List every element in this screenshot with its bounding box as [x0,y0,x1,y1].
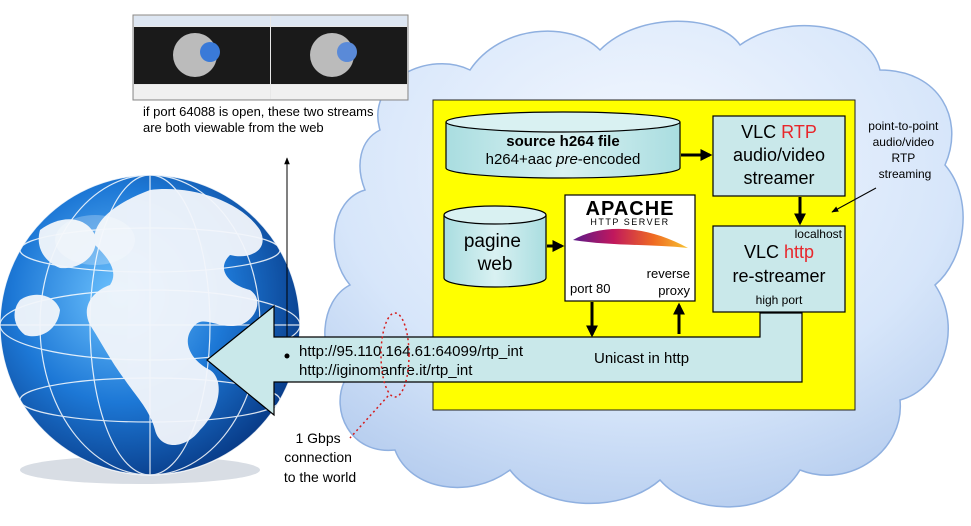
source-file-title: source h264 file [506,133,619,150]
flow-arrows [547,149,806,338]
pagine-web-label: pagine web [464,231,526,275]
arrow-tip-dot [284,353,290,359]
apache-feather-icon [573,228,688,248]
connection-marker [380,312,410,398]
vlc-http-line2: re-streamer [732,266,825,286]
apache-reverse: reverse [647,266,690,281]
pagine-web-cylinder [443,205,547,288]
vlc-rtp-box [712,115,846,197]
vlc-http-title: VLC http [744,242,814,262]
vlc-http-box [712,225,846,313]
vlc-rtp-line2: audio/video [733,145,825,165]
stream-url-2: http://iginomanfre.it/rtp_int [299,362,473,379]
apache-proxy: proxy [658,283,690,298]
unicast-arrow [206,304,803,417]
p2p-note: point-to-point audio/video RTP streaming [868,119,941,181]
top-caption-line1: if port 64088 is open, these two streams [143,104,374,119]
globe-icon [0,174,301,484]
stream-url-1: http://95.110.164.61:64099/rtp_int [299,343,524,360]
apache-server-box [564,194,696,302]
p2p-pointer-arrow [831,187,877,213]
vlc-rtp-line3: streamer [743,168,814,188]
apache-logo-subtext: HTTP SERVER [590,217,669,227]
vlc-http-line3: high port [756,293,803,307]
top-caption: if port 64088 is open, these two streams… [143,104,377,135]
source-file-cylinder [445,111,681,179]
apache-port: port 80 [570,281,610,296]
connection-note: 1 Gbps connection to the world [284,430,356,485]
unicast-label: Unicast in http [594,350,689,367]
vlc-rtp-title: VLC RTP [741,122,817,142]
source-file-subtitle: h264+aac pre-encoded [486,151,641,168]
stream-screenshots [132,14,409,101]
apache-logo-text: APACHE [586,198,675,220]
top-caption-line2: are both viewable from the web [143,120,324,135]
vlc-http-localhost: localhost [795,227,843,241]
